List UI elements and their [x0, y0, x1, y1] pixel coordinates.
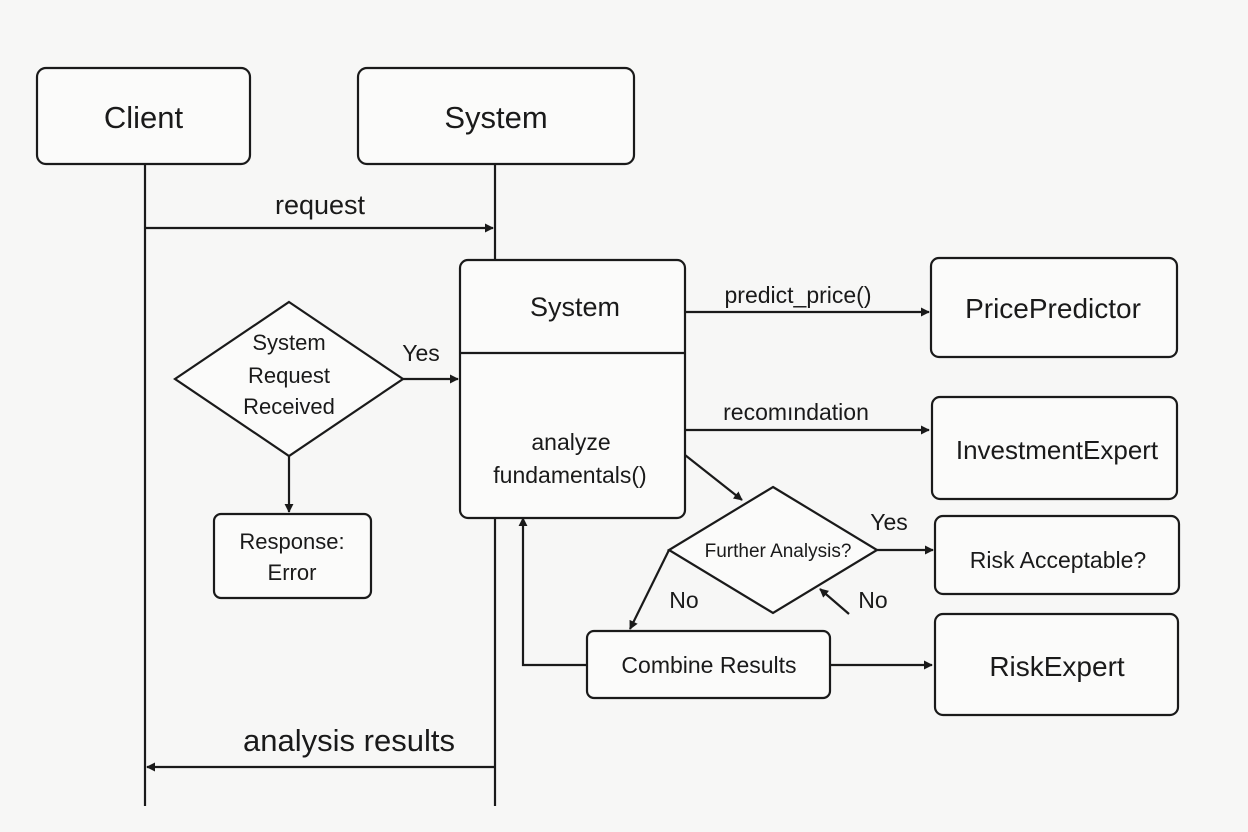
request-label: request [275, 190, 366, 220]
decision-request-received: System Request Received [173, 300, 405, 458]
investment-expert-label: InvestmentExpert [956, 435, 1159, 465]
further-no-arrow-right [819, 588, 850, 615]
risk-expert-label: RiskExpert [989, 651, 1125, 682]
system-lifeline-header: System [356, 66, 636, 166]
risk-acceptable-box: Risk Acceptable? [933, 514, 1181, 596]
risk-expert-box: RiskExpert [933, 612, 1180, 717]
price-predictor-label: PricePredictor [965, 293, 1141, 324]
response-error-line2: Error [268, 560, 317, 585]
response-error-line1: Response: [239, 529, 344, 554]
combine-results-box: Combine Results [585, 629, 832, 700]
arrow-to-further-analysis [684, 454, 743, 501]
system-box-method-line1: analyze [531, 429, 610, 455]
combine-results-label: Combine Results [621, 652, 796, 678]
analysis-results-label: analysis results [243, 723, 455, 758]
decision-received-line2: Request [248, 363, 330, 388]
response-error-box: Response: Error [212, 512, 373, 600]
decision-received-line1: System [252, 330, 325, 355]
combine-to-system-arrow [518, 517, 587, 667]
system-box-title: System [530, 292, 620, 322]
investment-expert-box: InvestmentExpert [930, 395, 1179, 501]
further-analysis-yes: Yes [870, 509, 908, 535]
further-analysis-label: Further Analysis? [705, 541, 852, 562]
recommendation-label: recomındation [723, 399, 869, 425]
predict-price-label: predict_price() [725, 282, 872, 308]
decision-received-yes: Yes [402, 340, 440, 366]
client-lifeline-header: Client [35, 66, 252, 166]
further-analysis-no-right: No [858, 587, 887, 613]
decision-further-analysis: Further Analysis? [666, 485, 880, 615]
system-class-box: System analyze fundamentals() [458, 258, 687, 520]
system-box-method-line2: fundamentals() [493, 462, 646, 488]
decision-received-line3: Received [243, 394, 335, 419]
system-label: System [444, 100, 547, 135]
further-analysis-no-left: No [669, 587, 698, 613]
price-predictor-box: PricePredictor [929, 256, 1179, 359]
client-label: Client [104, 100, 184, 135]
risk-acceptable-label: Risk Acceptable? [970, 547, 1146, 573]
further-no-arrow-left [629, 549, 670, 630]
